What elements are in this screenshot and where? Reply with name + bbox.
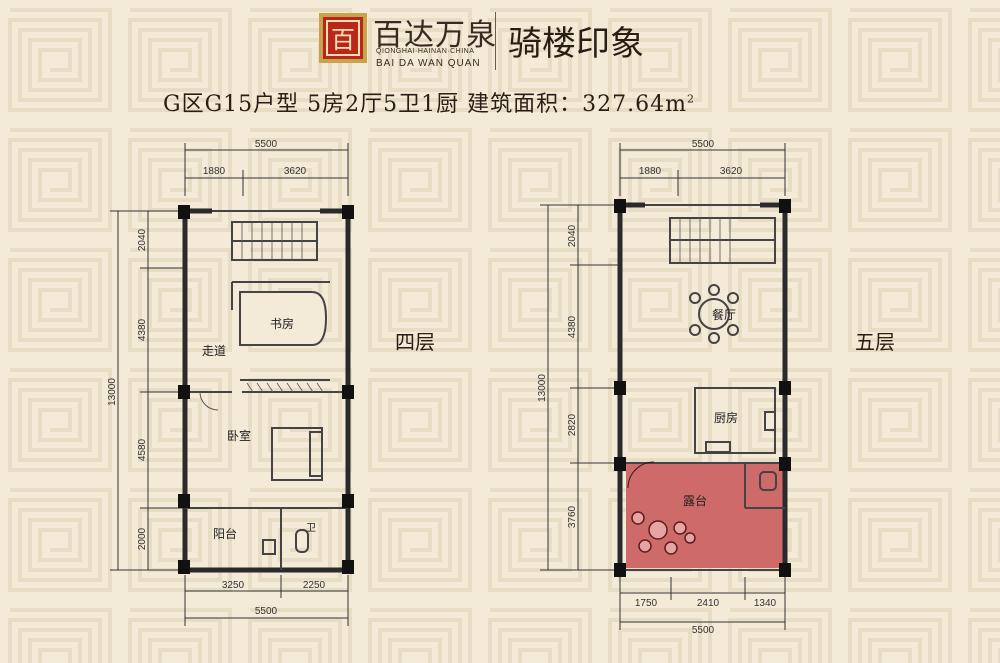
f5-dim-left-seg4: 3760 [567, 505, 578, 528]
floor-label-4: 四层 [395, 330, 435, 354]
f5-dim-bottom-left: 1750 [635, 598, 658, 609]
f4-dim-top-total: 5500 [255, 139, 278, 150]
floor-label-5: 五层 [855, 330, 895, 354]
f5-room-dining: 餐厅 [712, 307, 736, 322]
f4-dim-top-left: 1880 [203, 166, 226, 177]
f4-dim-bottom-total: 5500 [255, 606, 278, 617]
f4-dim-left-total: 13000 [107, 378, 118, 406]
f5-dim-top-total: 5500 [692, 139, 715, 150]
title-text: G区G15户型 5房2厅5卫1厨 建筑面积：327.64m [163, 92, 687, 117]
f5-dim-left-seg2: 4380 [567, 315, 578, 338]
f5-dim-bottom-right: 1340 [754, 598, 777, 609]
f5-dim-bottom-mid: 2410 [697, 598, 720, 609]
f4-dim-bottom-right: 2250 [303, 580, 326, 591]
brand-logo-icon: 百 [319, 13, 367, 63]
brand-pinyin-line2: BAI DA WAN QUAN [376, 58, 481, 69]
brand-pinyin-line1: QIONGHAI·HAINAN·CHINA [376, 48, 475, 55]
page-title: G区G15户型 5房2厅5卫1厨 建筑面积：327.64m2 [163, 86, 695, 118]
f4-dim-top-right: 3620 [284, 166, 307, 177]
series-name: 骑楼印象 [508, 24, 644, 64]
f4-dim-left-seg4: 2000 [137, 527, 148, 550]
f5-dim-left-seg1: 2040 [567, 224, 578, 247]
terrace-area [626, 463, 784, 568]
f5-room-terrace: 露台 [683, 493, 707, 508]
brand-name: 百达万泉 [373, 18, 497, 53]
f4-room-bedroom: 卧室 [227, 428, 251, 443]
f5-room-kitchen: 厨房 [714, 410, 738, 425]
f4-room-study: 书房 [270, 316, 294, 331]
f4-dim-left-seg3: 4580 [137, 438, 148, 461]
f4-dim-left-seg2: 4380 [137, 318, 148, 341]
brand-divider [495, 12, 496, 70]
f5-dim-left-total: 13000 [537, 374, 548, 402]
title-unit-sup: 2 [686, 92, 695, 106]
f5-dim-top-left: 1880 [639, 166, 662, 177]
f5-dim-bottom-total: 5500 [692, 625, 715, 636]
f5-dim-top-right: 3620 [720, 166, 743, 177]
logo-character: 百 [331, 26, 355, 54]
f4-room-bath: 卫 [306, 523, 316, 534]
f4-dim-left-seg1: 2040 [137, 228, 148, 251]
f5-dim-left-seg3: 2820 [567, 413, 578, 436]
f4-dim-bottom-left: 3250 [222, 580, 245, 591]
f4-room-corridor: 走道 [202, 344, 226, 358]
f4-room-balcony: 阳台 [213, 526, 237, 541]
